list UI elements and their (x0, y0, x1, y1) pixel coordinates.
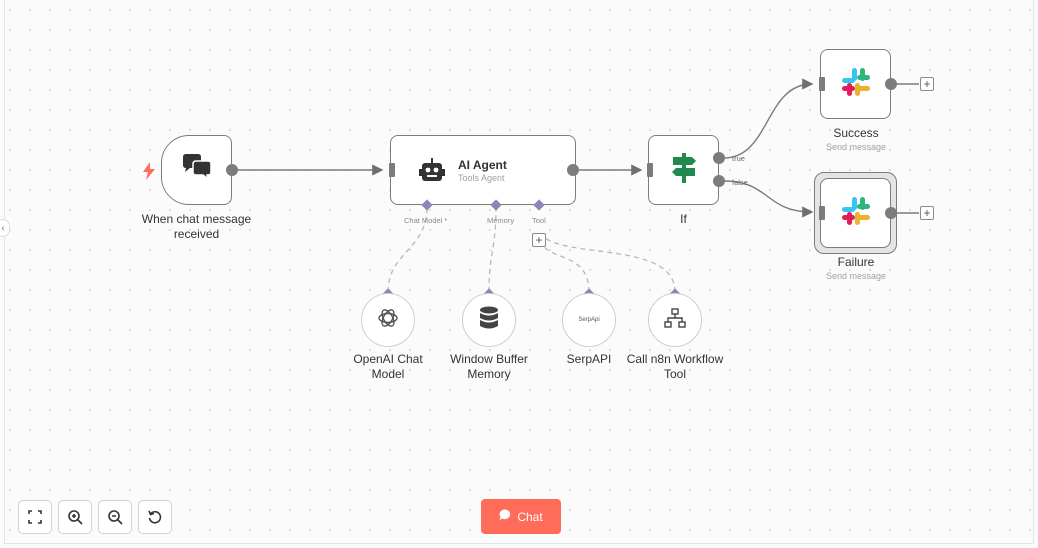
success-subtitle: Send message (825, 142, 887, 152)
openai-chat-model-node[interactable] (361, 293, 415, 347)
if-true-label: true (732, 154, 745, 163)
trigger-output-handle[interactable] (226, 164, 238, 176)
failure-node[interactable] (820, 178, 891, 248)
if-input-handle[interactable] (647, 163, 653, 177)
failure-input-handle[interactable] (819, 206, 825, 220)
robot-icon (419, 158, 445, 189)
edge-openai-agent (387, 206, 428, 293)
slack-icon (841, 67, 871, 102)
success-input-handle[interactable] (819, 77, 825, 91)
openai-label: OpenAI Chat Model (353, 352, 423, 381)
success-node[interactable] (820, 49, 891, 119)
chat-bubbles-icon (181, 153, 213, 187)
workflow-tool-label: Call n8n Workflow Tool (626, 352, 724, 381)
zoom-in-icon[interactable] (58, 500, 92, 534)
serpapi-label: SerpAPI (566, 352, 612, 366)
edge-if-failure (723, 180, 814, 218)
memory-label: Window Buffer Memory (450, 352, 528, 381)
window-buffer-memory-node[interactable] (462, 293, 516, 347)
slack-icon (841, 196, 871, 231)
serpapi-node[interactable]: SerpApi (562, 293, 616, 347)
failure-label: Failure (837, 255, 875, 269)
signpost-icon (670, 152, 698, 188)
agent-input-handle[interactable] (389, 163, 395, 177)
agent-output-handle[interactable] (567, 164, 579, 176)
failure-add-node-button[interactable]: + (920, 206, 934, 220)
reset-zoom-icon[interactable] (138, 500, 172, 534)
chevron-left-icon[interactable]: ‹ (0, 219, 10, 237)
fit-view-icon[interactable] (18, 500, 52, 534)
edge-memory-agent (488, 206, 497, 293)
database-icon (479, 306, 499, 335)
serpapi-icon-text: SerpApi (578, 317, 600, 323)
trigger-node[interactable] (161, 135, 232, 205)
if-false-label: false (732, 178, 748, 187)
failure-subtitle: Send message (825, 271, 887, 281)
edge-serpapi-agent (540, 239, 590, 293)
ai-agent-node[interactable]: AI Agent Tools Agent (390, 135, 576, 205)
edge-workflow-agent (540, 233, 676, 293)
sitemap-icon (664, 307, 686, 333)
chat-model-connector-label: Chat Model * (404, 216, 448, 225)
chat-icon (499, 509, 511, 524)
agent-title: AI Agent (458, 158, 507, 172)
failure-output-handle[interactable] (885, 207, 897, 219)
if-label: If (680, 212, 687, 226)
success-label: Success (833, 126, 879, 140)
if-node[interactable] (648, 135, 719, 205)
chat-button[interactable]: Chat (481, 499, 561, 534)
if-true-handle[interactable] (713, 152, 725, 164)
openai-icon (376, 306, 400, 335)
call-workflow-tool-node[interactable] (648, 293, 702, 347)
zoom-out-icon[interactable] (98, 500, 132, 534)
if-false-handle[interactable] (713, 175, 725, 187)
success-output-handle[interactable] (885, 78, 897, 90)
agent-subtitle: Tools Agent (458, 173, 505, 183)
bolt-icon (143, 162, 155, 180)
edge-if-success (723, 78, 814, 159)
add-tool-button[interactable]: + (532, 233, 546, 247)
memory-connector-label: Memory (487, 216, 515, 225)
trigger-label: When chat message received (141, 212, 252, 241)
success-add-node-button[interactable]: + (920, 77, 934, 91)
chat-button-label: Chat (517, 509, 543, 524)
tool-connector-label: Tool (532, 216, 546, 225)
